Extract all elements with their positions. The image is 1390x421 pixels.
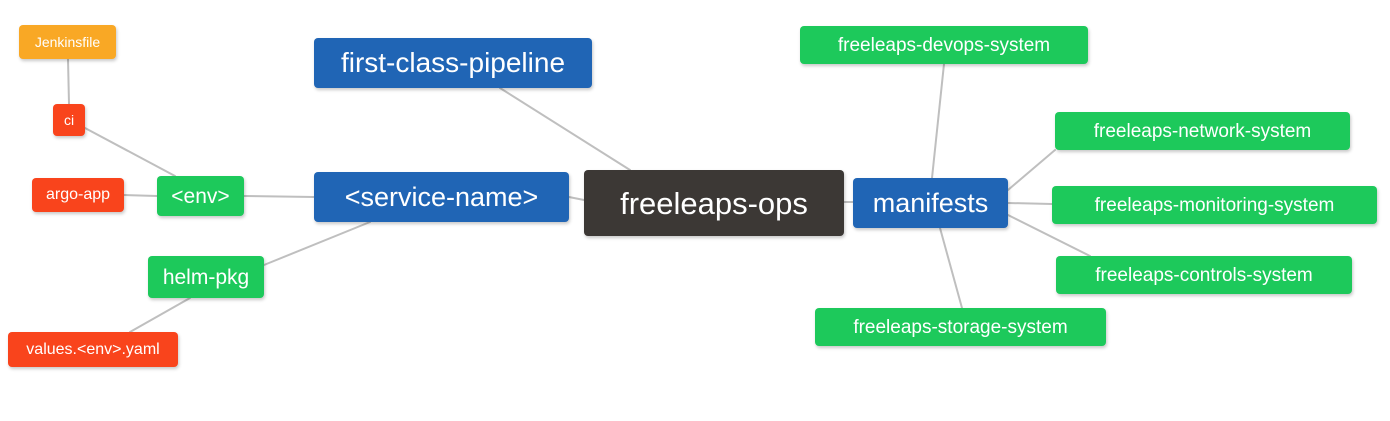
mindmap-node-label: helm-pkg bbox=[162, 265, 250, 289]
mindmap-node-freeleaps-network-system[interactable]: freeleaps-network-system bbox=[1055, 112, 1350, 150]
mindmap-node-freeleaps-controls-system[interactable]: freeleaps-controls-system bbox=[1056, 256, 1352, 294]
mindmap-node-label: argo-app bbox=[45, 186, 111, 203]
mindmap-node-freeleaps-monitoring-system[interactable]: freeleaps-monitoring-system bbox=[1052, 186, 1377, 224]
mindmap-node-label: freeleaps-monitoring-system bbox=[1094, 194, 1335, 216]
mindmap-node-label: <service-name> bbox=[344, 181, 539, 212]
mindmap-node-freeleaps-storage-system[interactable]: freeleaps-storage-system bbox=[815, 308, 1106, 346]
mindmap-node-freeleaps-ops[interactable]: freeleaps-ops bbox=[584, 170, 844, 236]
mindmap-node-argo-app[interactable]: argo-app bbox=[32, 178, 124, 212]
mindmap-node-values-yaml[interactable]: values.<env>.yaml bbox=[8, 332, 178, 367]
edge-jenkinsfile-ci bbox=[67, 58, 70, 105]
mindmap-node-label: Jenkinsfile bbox=[34, 34, 101, 50]
edge-valuesyaml-helmpkg bbox=[129, 297, 191, 333]
mindmap-node-label: <env> bbox=[171, 184, 230, 208]
edge-ci-env bbox=[84, 127, 176, 177]
mindmap-node-env[interactable]: <env> bbox=[157, 176, 244, 216]
edge-manifests-devops bbox=[931, 63, 945, 179]
edge-servicename-ops bbox=[568, 196, 585, 201]
mindmap-node-jenkinsfile[interactable]: Jenkinsfile bbox=[19, 25, 116, 59]
mindmap-node-first-class-pipeline[interactable]: first-class-pipeline bbox=[314, 38, 592, 88]
mindmap-node-label: freeleaps-controls-system bbox=[1095, 264, 1313, 286]
edge-firstclass-ops bbox=[499, 87, 631, 171]
edge-manifests-storage bbox=[939, 227, 963, 309]
mindmap-node-label: manifests bbox=[872, 187, 989, 218]
mindmap-node-helm-pkg[interactable]: helm-pkg bbox=[148, 256, 264, 298]
mindmap-node-freeleaps-devops-system[interactable]: freeleaps-devops-system bbox=[800, 26, 1088, 64]
mindmap-node-service-name[interactable]: <service-name> bbox=[314, 172, 569, 222]
edge-env-servicename bbox=[243, 195, 315, 198]
mindmap-node-label: freeleaps-storage-system bbox=[853, 316, 1068, 338]
mindmap-node-label: freeleaps-network-system bbox=[1093, 120, 1312, 142]
mindmap-node-label: values.<env>.yaml bbox=[26, 340, 160, 358]
edge-argoapp-env bbox=[123, 194, 158, 197]
edge-helmpkg-servicename bbox=[263, 221, 371, 266]
mindmap-node-label: freeleaps-devops-system bbox=[837, 34, 1051, 56]
mindmap-node-ci[interactable]: ci bbox=[53, 104, 85, 136]
mindmap-node-label: first-class-pipeline bbox=[340, 47, 566, 78]
edge-manifests-network bbox=[1007, 149, 1056, 191]
mindmap-node-manifests[interactable]: manifests bbox=[853, 178, 1008, 228]
edge-manifests-monitoring bbox=[1007, 202, 1053, 205]
mindmap-node-label: ci bbox=[63, 112, 75, 128]
mindmap-node-label: freeleaps-ops bbox=[620, 185, 808, 221]
